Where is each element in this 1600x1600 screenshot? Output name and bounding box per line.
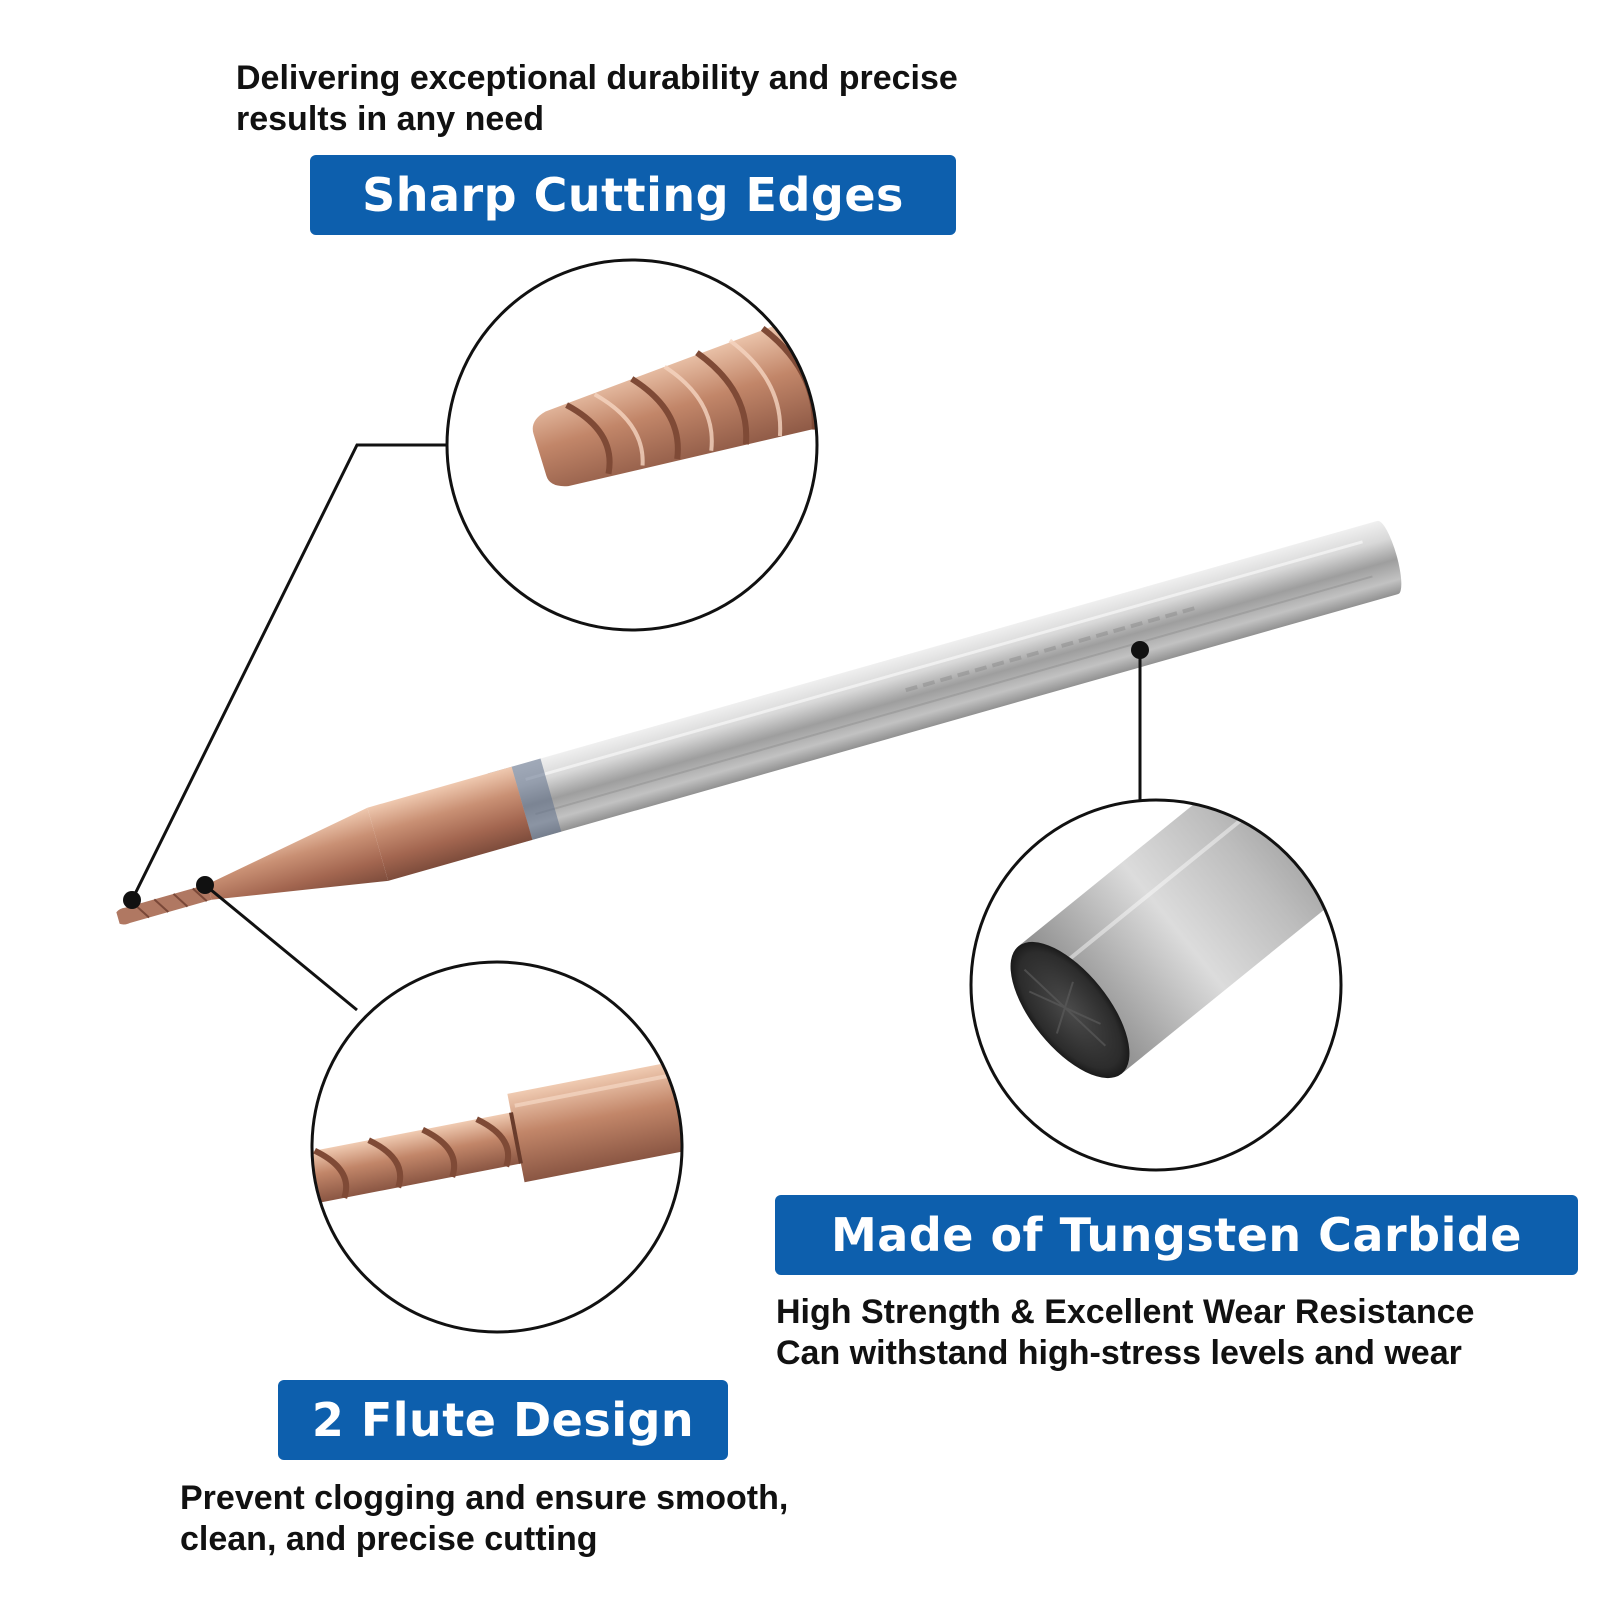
description-line: Can withstand high-stress levels and wea… xyxy=(776,1334,1462,1372)
carbide-description: High Strength & Excellent Wear Resistanc… xyxy=(776,1292,1474,1374)
callout-lines xyxy=(130,443,1142,1012)
description-line: Delivering exceptional durability and pr… xyxy=(236,59,958,97)
callout-line-flute xyxy=(204,883,358,1012)
tungsten-carbide-badge: Made of Tungsten Carbide xyxy=(775,1195,1578,1275)
durability-description: Delivering exceptional durability and pr… xyxy=(236,58,958,140)
flute-description: Prevent clogging and ensure smooth, clea… xyxy=(180,1478,788,1560)
tool-taper xyxy=(207,807,389,900)
end-mill-tool xyxy=(116,520,1402,925)
tool-shank xyxy=(511,520,1402,840)
tool-flute xyxy=(116,884,212,925)
tool-neck xyxy=(367,766,533,881)
flute-design-badge: 2 Flute Design xyxy=(278,1380,728,1460)
callout-line-cutting-edges xyxy=(130,443,447,901)
description-line: High Strength & Excellent Wear Resistanc… xyxy=(776,1293,1475,1331)
sharp-cutting-edges-badge: Sharp Cutting Edges xyxy=(310,155,956,235)
description-line: results in any need xyxy=(236,100,544,138)
zoom-cutting-edges xyxy=(445,258,819,632)
callout-dot-tip xyxy=(123,891,141,909)
description-line: clean, and precise cutting xyxy=(180,1520,598,1558)
callout-dot-shank xyxy=(1131,641,1149,659)
callout-dot-flute xyxy=(196,876,214,894)
description-line: Prevent clogging and ensure smooth, xyxy=(180,1479,789,1517)
zoom-flute-design xyxy=(310,960,684,1334)
zoom-shank-end xyxy=(969,798,1343,1172)
